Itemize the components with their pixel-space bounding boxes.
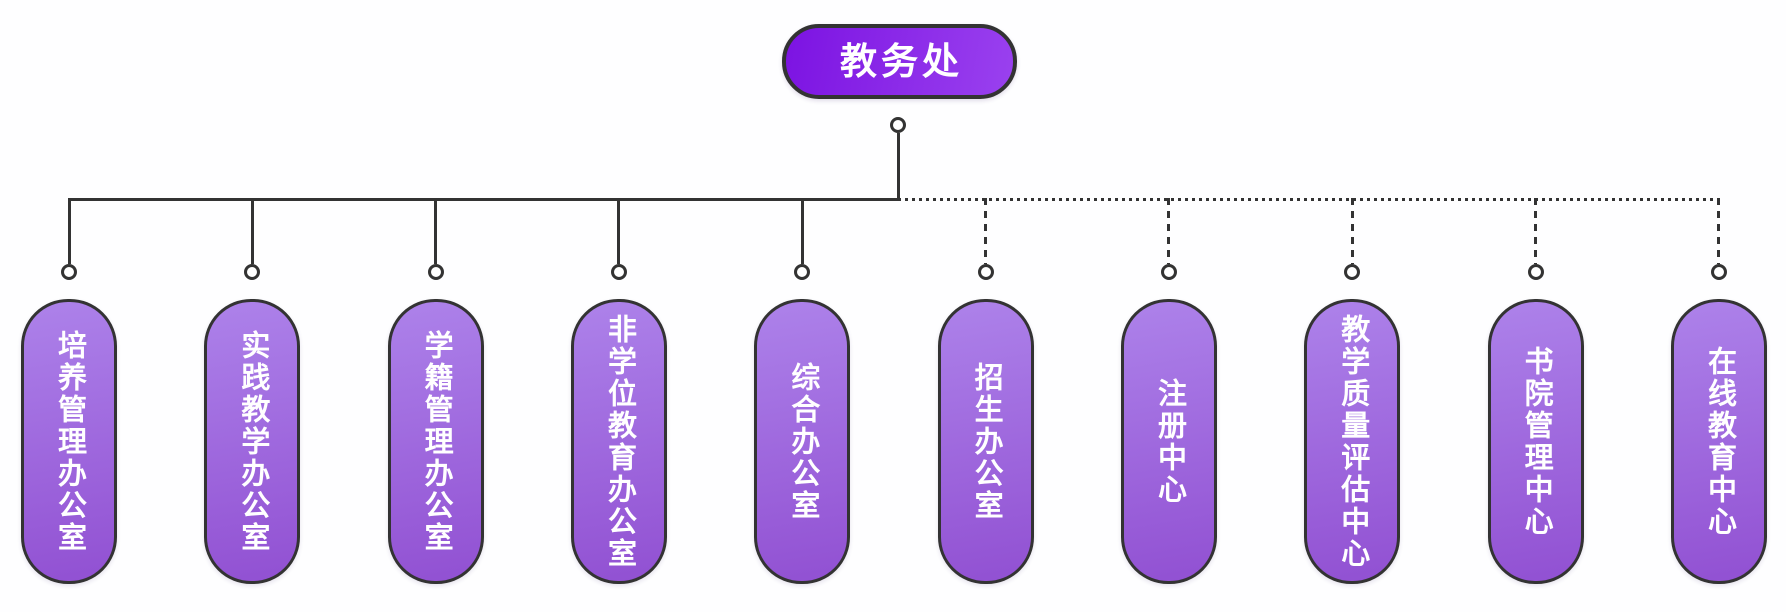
branch-node-label: 综合办公室: [786, 361, 819, 522]
branch-connector-circle: [427, 264, 444, 280]
branch-node-label: 非学位教育办公室: [603, 313, 636, 570]
branch-connector-line: [1717, 198, 1721, 264]
branch-node[interactable]: 教学质量评估中心: [1304, 299, 1401, 584]
branch-node[interactable]: 非学位教育办公室: [570, 299, 667, 584]
branch-connector-circle: [1344, 264, 1361, 280]
branch-node[interactable]: 在线教育中心: [1670, 299, 1767, 584]
branch-connector-circle: [794, 264, 811, 280]
connector-trunk-dotted: [898, 198, 1720, 201]
root-node[interactable]: 教务处: [782, 24, 1017, 99]
branch-connector-circle: [1160, 264, 1177, 280]
branch-node-label: 注册中心: [1153, 377, 1186, 506]
branch-connector-line: [800, 198, 804, 264]
branch-node-label: 学籍管理办公室: [420, 329, 453, 554]
branch-connector-line: [1350, 198, 1354, 264]
branch-node[interactable]: 综合办公室: [754, 299, 851, 584]
connector-trunk-solid: [67, 198, 899, 201]
branch-connector-line: [67, 198, 71, 264]
branch-node-label: 培养管理办公室: [53, 329, 86, 554]
root-connector-line: [896, 133, 900, 199]
branch-node-label: 在线教育中心: [1703, 345, 1736, 538]
branch-node[interactable]: 培养管理办公室: [21, 299, 117, 584]
branch-connector-line: [617, 198, 621, 264]
branch-connector-circle: [610, 264, 627, 280]
root-node-label: 教务处: [840, 41, 963, 82]
branch-node[interactable]: 书院管理中心: [1487, 299, 1584, 584]
branch-connector-circle: [1710, 264, 1727, 280]
branch-node[interactable]: 学籍管理办公室: [387, 299, 484, 584]
branch-node-label: 书院管理中心: [1520, 345, 1553, 538]
branch-node-label: 招生办公室: [970, 361, 1003, 522]
branch-node[interactable]: 注册中心: [1120, 299, 1217, 584]
branch-connector-circle: [61, 264, 77, 280]
branch-connector-circle: [977, 264, 994, 280]
branch-connector-line: [1167, 198, 1171, 264]
branch-connector-line: [434, 198, 438, 264]
branch-connector-line: [1534, 198, 1538, 264]
branch-node-label: 实践教学办公室: [236, 329, 269, 554]
branch-node[interactable]: 招生办公室: [937, 299, 1034, 584]
branch-connector-line: [250, 198, 254, 264]
branch-node[interactable]: 实践教学办公室: [204, 299, 301, 584]
branch-connector-circle: [1527, 264, 1544, 280]
branch-connector-line: [984, 198, 988, 264]
branch-connector-circle: [244, 264, 261, 280]
root-connector-circle: [890, 117, 906, 133]
branch-node-label: 教学质量评估中心: [1336, 313, 1369, 570]
